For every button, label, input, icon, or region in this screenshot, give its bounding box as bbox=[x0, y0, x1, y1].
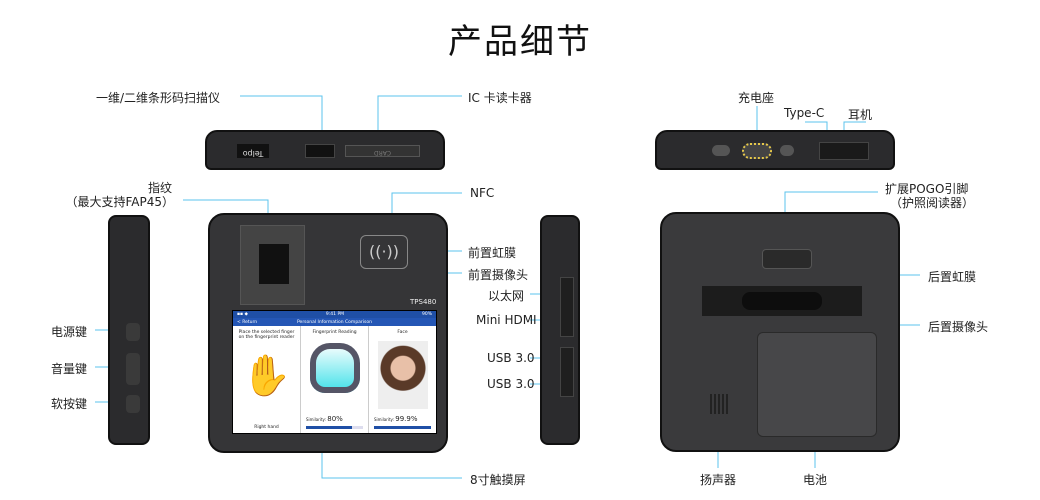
power-button bbox=[126, 323, 140, 341]
label-fingerprint: 指纹 bbox=[147, 181, 172, 195]
model-label: TPS480 bbox=[410, 298, 437, 306]
label-soft-key: 软按键 bbox=[51, 397, 88, 411]
label-battery: 电池 bbox=[803, 473, 828, 487]
fingerprint-sensor bbox=[240, 225, 305, 305]
label-type-c: Type-C bbox=[784, 106, 825, 120]
status-battery: 90% bbox=[421, 312, 432, 317]
fingerprint-column: Fingerprint Reading Similarity: 80% bbox=[301, 326, 369, 433]
label-power-key: 电源键 bbox=[51, 325, 88, 339]
label-ethernet: 以太网 bbox=[488, 289, 525, 303]
device-top-view: Telpo CARD bbox=[205, 130, 445, 170]
label-nfc: NFC bbox=[470, 186, 495, 200]
face-photo bbox=[377, 341, 428, 409]
brand-logo: Telpo bbox=[237, 144, 269, 158]
port-cover bbox=[560, 347, 574, 397]
label-usb-1: USB 3.0 bbox=[487, 351, 535, 365]
label-pogo-note: （护照阅读器） bbox=[890, 196, 975, 210]
volume-button bbox=[126, 353, 140, 385]
face-similarity: 99.9% bbox=[395, 415, 418, 423]
pogo-pins bbox=[742, 143, 772, 159]
port-cover bbox=[560, 277, 574, 337]
face-title: Face bbox=[397, 330, 408, 335]
speaker-grille bbox=[710, 394, 730, 414]
fingerprint-progress bbox=[306, 426, 363, 429]
label-charging-dock: 充电座 bbox=[738, 91, 775, 105]
battery-cover bbox=[757, 332, 877, 437]
scanner-window bbox=[305, 144, 335, 158]
label-scanner: 一维/二维条形码扫描仪 bbox=[95, 91, 220, 105]
similarity-label: Similarity: bbox=[374, 417, 394, 422]
label-headphone: 耳机 bbox=[848, 108, 873, 122]
hand-icon: ✋ bbox=[241, 353, 292, 399]
return-button[interactable]: < Return bbox=[237, 319, 258, 325]
label-rear-iris: 后置虹膜 bbox=[928, 270, 977, 284]
hand-column: Place the selected finger on the fingerp… bbox=[233, 326, 301, 433]
dock-guide bbox=[780, 145, 794, 156]
label-front-iris: 前置虹膜 bbox=[468, 246, 517, 260]
label-mini-hdmi: Mini HDMI bbox=[476, 313, 537, 327]
status-time: 9:41 PM bbox=[325, 312, 345, 317]
port-cover bbox=[819, 142, 869, 160]
device-left-side bbox=[108, 215, 150, 445]
fingerprint-title: Fingerprint Reading bbox=[312, 330, 357, 335]
label-speaker: 扬声器 bbox=[700, 473, 737, 487]
fingerprint-similarity: 80% bbox=[327, 415, 343, 423]
hand-instruction: Place the selected finger on the fingerp… bbox=[238, 330, 295, 340]
label-front-camera: 前置摄像头 bbox=[468, 268, 529, 282]
rear-camera-bar bbox=[702, 286, 862, 316]
screen-header: Personal Information Comparison bbox=[297, 319, 372, 325]
label-volume-key: 音量键 bbox=[51, 362, 88, 376]
label-pogo: 扩展POGO引脚 bbox=[885, 182, 969, 196]
device-right-side bbox=[540, 215, 580, 445]
similarity-label: Similarity: bbox=[306, 417, 326, 422]
fingerprint-image bbox=[309, 343, 360, 393]
nfc-icon: ((·)) bbox=[360, 235, 408, 269]
hand-label: Right hand bbox=[254, 425, 279, 430]
label-ic-reader: IC 卡读卡器 bbox=[468, 91, 532, 105]
label-rear-camera: 后置摄像头 bbox=[928, 320, 989, 334]
dock-guide bbox=[712, 145, 730, 156]
label-usb-2: USB 3.0 bbox=[487, 377, 535, 391]
page-title: 产品细节 bbox=[448, 22, 592, 62]
soft-button bbox=[126, 395, 140, 413]
face-progress bbox=[374, 426, 431, 429]
pogo-connector bbox=[762, 249, 812, 269]
card-slot: CARD bbox=[345, 145, 420, 157]
device-bottom-view bbox=[655, 130, 895, 170]
label-fingerprint-note: （最大支持FAP45） bbox=[65, 195, 174, 209]
label-touchscreen: 8寸触摸屏 bbox=[470, 473, 526, 487]
device-back bbox=[660, 212, 900, 452]
face-column: Face Similarity: 99.9% bbox=[369, 326, 436, 433]
